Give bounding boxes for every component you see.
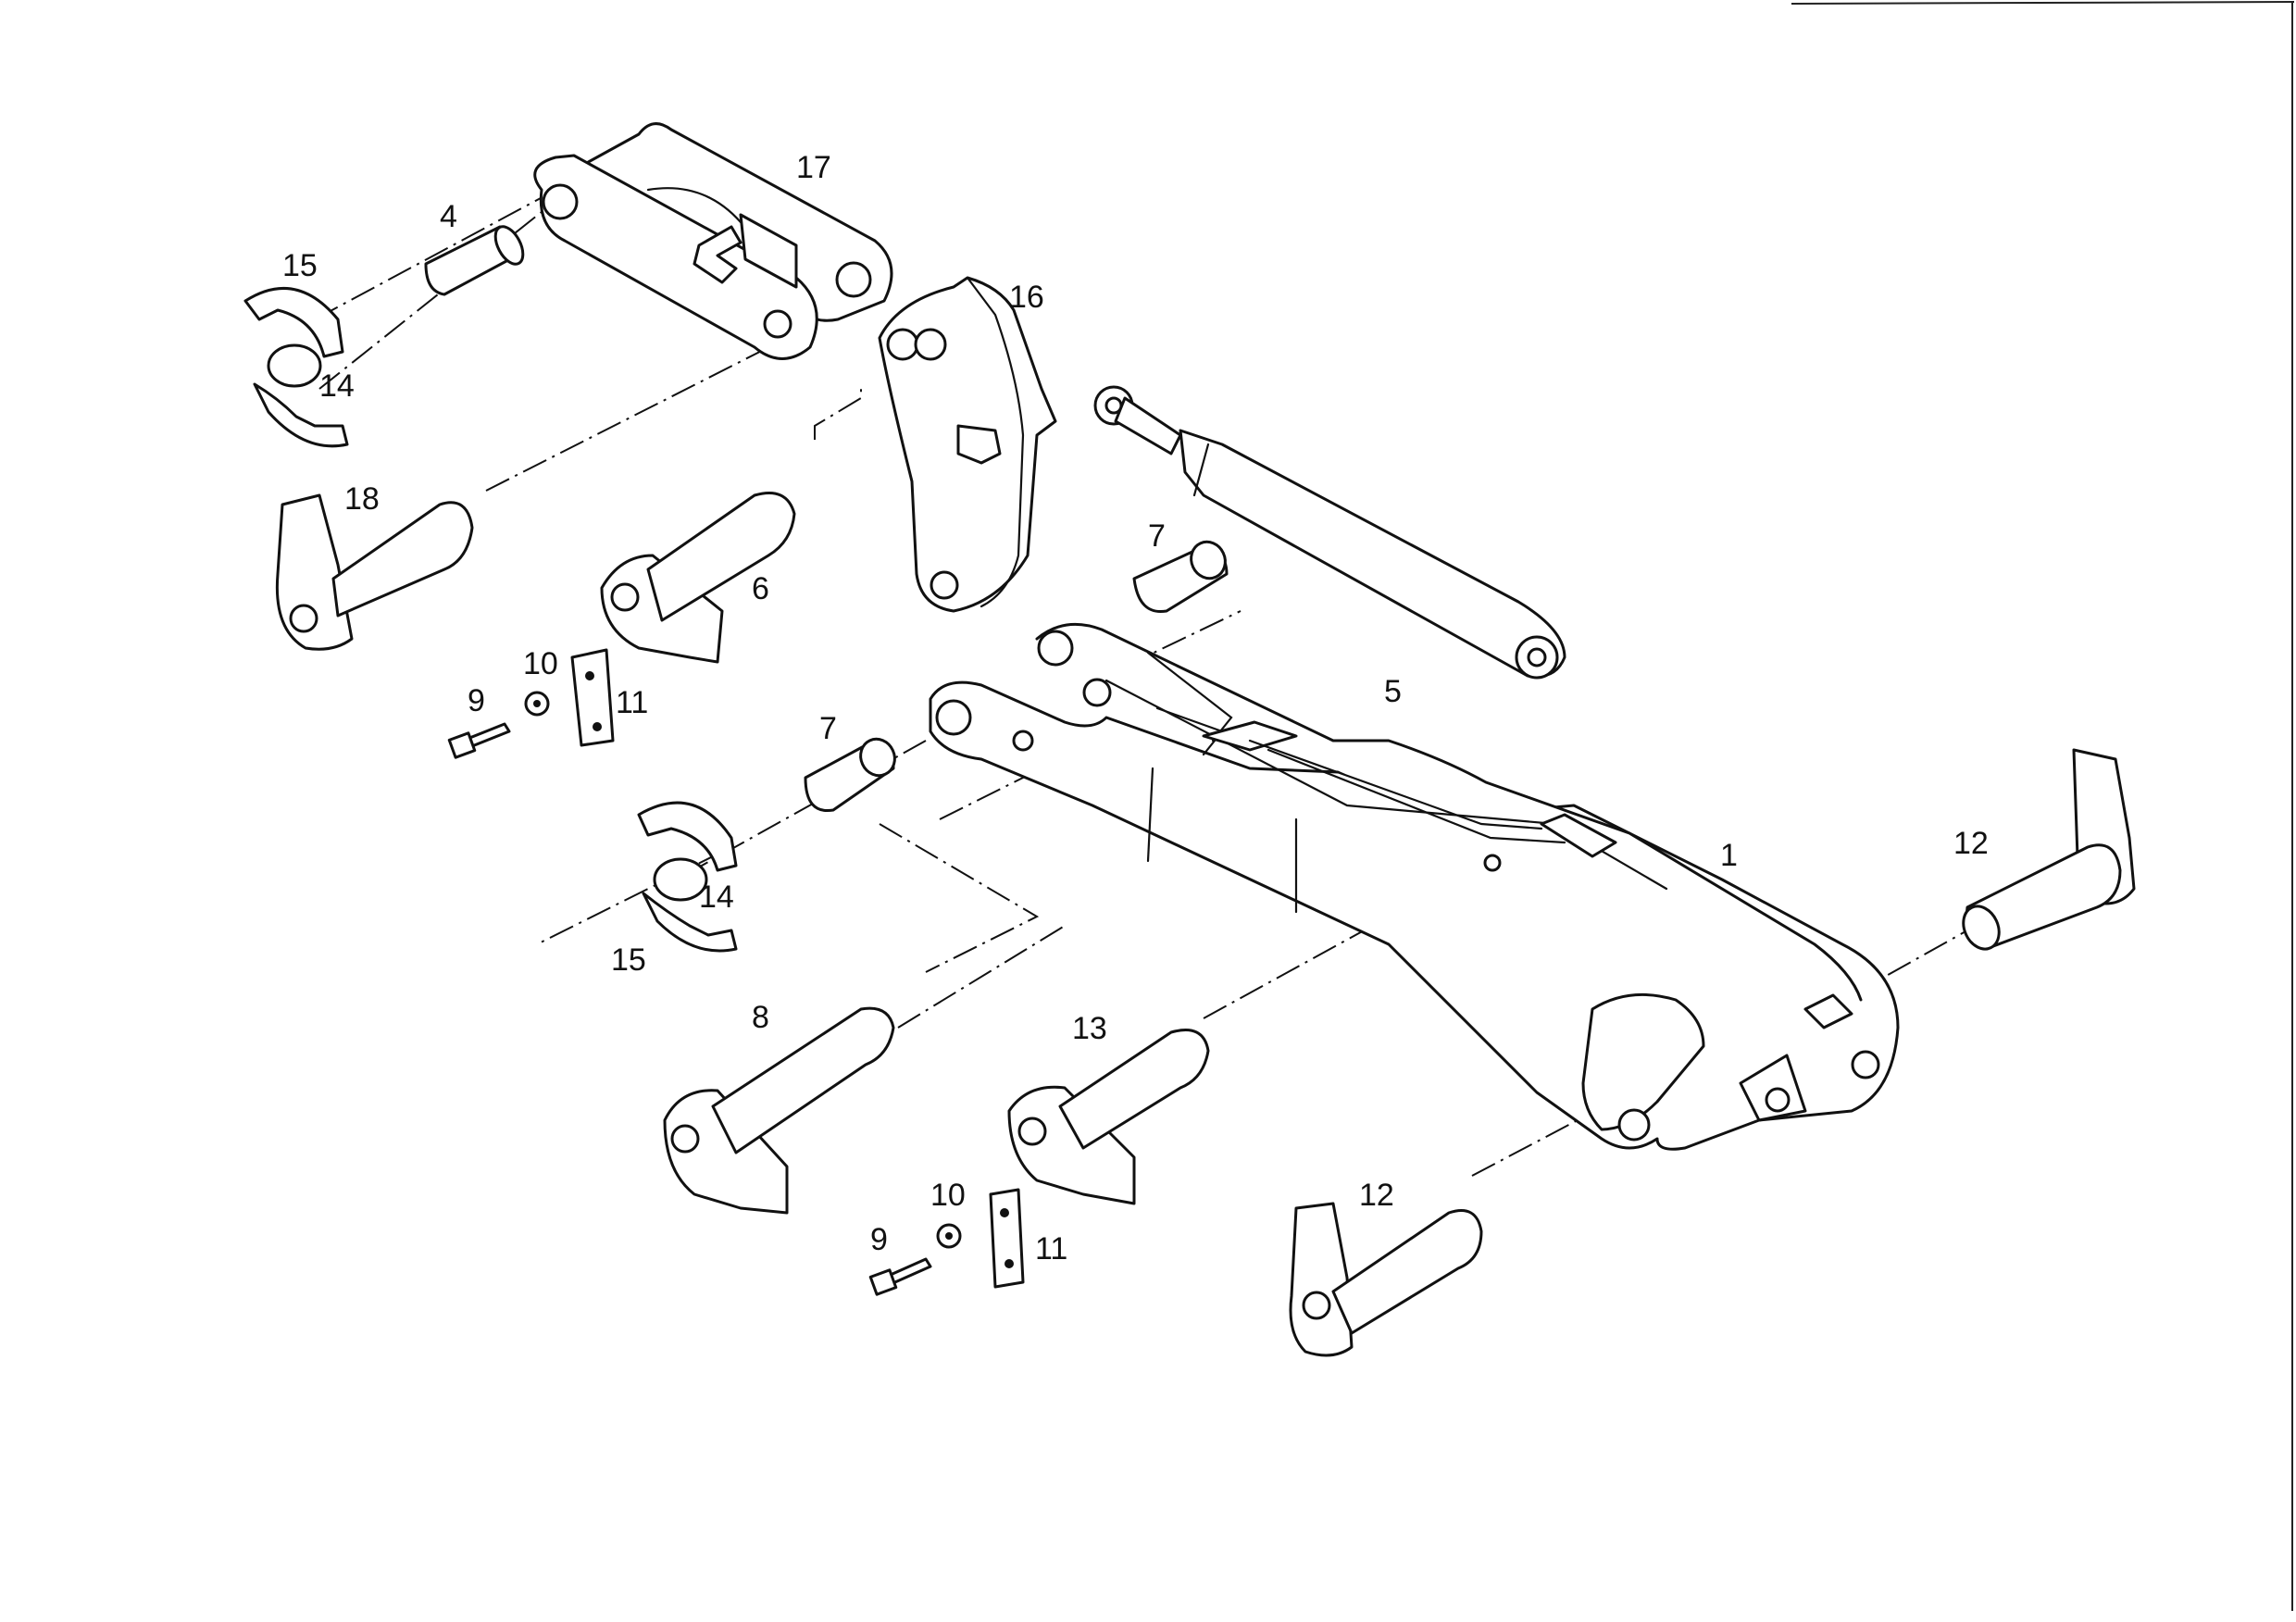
part-15-clamp-upper-a (243, 286, 344, 358)
part-6-pin (600, 492, 796, 664)
callout-6: 6 (752, 571, 769, 606)
page-border (1791, 1, 2295, 1611)
callout-14-upper: 14 (319, 368, 355, 404)
part-11-plate-lower (989, 1188, 1025, 1289)
callout-16: 16 (1009, 280, 1044, 315)
part-15-clamp-upper-b (253, 382, 349, 448)
part-17-link (533, 122, 893, 360)
callout-18: 18 (344, 481, 380, 517)
callout-7-upper: 7 (1148, 518, 1166, 554)
part-11-plate-upper (570, 648, 615, 747)
part-15-clamp-lower-a (637, 801, 738, 872)
part-7-bushing-upper (1132, 540, 1229, 614)
part-15-clamp-lower-b (642, 892, 738, 953)
part-18-pin (275, 493, 474, 651)
callout-9-lower: 9 (870, 1222, 888, 1257)
callout-7-lower: 7 (819, 711, 837, 746)
part-9-bolt-lower (868, 1257, 932, 1296)
part-10-washer-upper (524, 691, 550, 717)
part-1-boom (929, 622, 1900, 1151)
callout-15-upper: 15 (282, 248, 318, 283)
hydraulic-cylinder (1093, 385, 1566, 680)
callout-12-right: 12 (1953, 826, 1989, 861)
callout-12-lower: 12 (1359, 1178, 1394, 1213)
part-16-bell-crank (878, 276, 1057, 613)
callout-labels: 17 4 15 16 14 18 7 6 10 5 9 11 7 1 12 14… (282, 150, 1989, 1266)
part-4-pin (424, 225, 525, 296)
part-12-pin-right (1962, 748, 2136, 951)
callout-5: 5 (1384, 674, 1402, 709)
part-8-pin (663, 1006, 895, 1215)
part-7-bushing-lower (804, 737, 896, 813)
callout-9-upper: 9 (468, 683, 485, 718)
callout-13: 13 (1072, 1011, 1107, 1046)
callout-10-upper: 10 (523, 646, 558, 681)
part-14-ring-lower (653, 857, 708, 902)
callout-11-upper: 11 (616, 685, 648, 720)
callout-1: 1 (1720, 838, 1738, 873)
callout-15-lower: 15 (611, 942, 646, 978)
callout-8: 8 (752, 1000, 769, 1035)
callout-4: 4 (440, 199, 457, 234)
part-10-washer-lower (936, 1223, 962, 1249)
part-12-pin-lower (1289, 1202, 1483, 1357)
callout-11-lower: 11 (1035, 1231, 1067, 1266)
callout-14-lower: 14 (699, 880, 734, 915)
callout-10-lower: 10 (930, 1178, 966, 1213)
part-9-bolt-upper (447, 722, 511, 759)
callout-17: 17 (796, 150, 831, 185)
part-14-ring-upper (267, 343, 322, 388)
part-13-pin (1007, 1029, 1210, 1205)
